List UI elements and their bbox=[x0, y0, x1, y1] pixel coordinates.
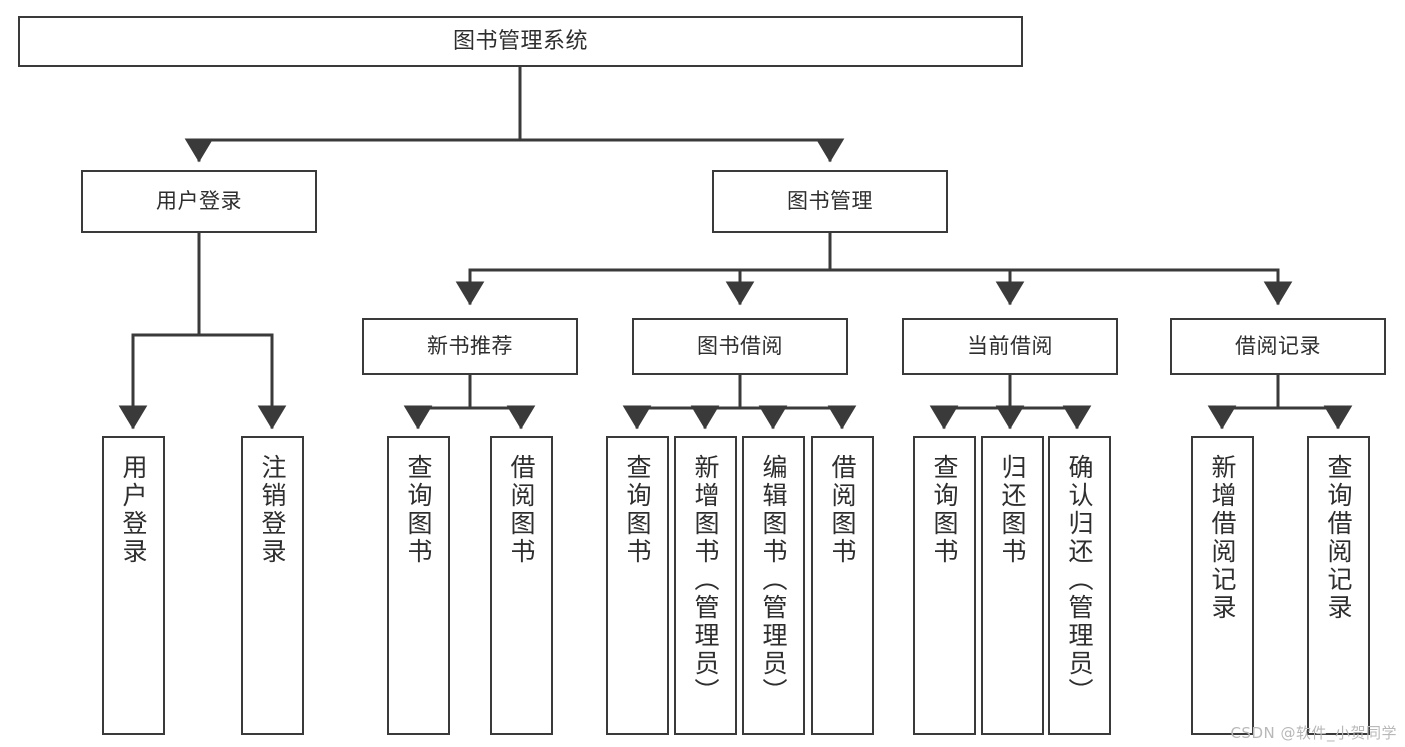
node-leaf-query-book-3[interactable]: 查询图书 bbox=[913, 436, 976, 735]
node-label: 用户登录 bbox=[156, 189, 242, 214]
node-label: 注销登录 bbox=[258, 454, 287, 566]
node-label: 当前借阅 bbox=[967, 334, 1053, 359]
node-leaf-borrow-book-1[interactable]: 借阅图书 bbox=[490, 436, 553, 735]
node-leaf-return-book[interactable]: 归还图书 bbox=[981, 436, 1044, 735]
node-user-login[interactable]: 用户登录 bbox=[81, 170, 317, 233]
node-label: 归还图书 bbox=[998, 454, 1027, 566]
node-book-manage[interactable]: 图书管理 bbox=[712, 170, 948, 233]
node-leaf-query-book-2[interactable]: 查询图书 bbox=[606, 436, 669, 735]
watermark-text: CSDN @软件_小贺同学 bbox=[1230, 724, 1397, 742]
node-root-system[interactable]: 图书管理系统 bbox=[18, 16, 1023, 67]
node-label: 查询图书 bbox=[404, 454, 433, 566]
node-leaf-query-book-1[interactable]: 查询图书 bbox=[387, 436, 450, 735]
node-label: 图书管理 bbox=[787, 189, 873, 214]
node-label: 借阅记录 bbox=[1235, 334, 1321, 359]
node-leaf-user-logout[interactable]: 注销登录 bbox=[241, 436, 304, 735]
node-label: 查询借阅记录 bbox=[1324, 454, 1353, 622]
node-borrow-record[interactable]: 借阅记录 bbox=[1170, 318, 1386, 375]
node-label: 查询图书 bbox=[623, 454, 652, 566]
node-label: 图书借阅 bbox=[697, 334, 783, 359]
node-label: 图书管理系统 bbox=[452, 28, 588, 54]
node-leaf-query-record[interactable]: 查询借阅记录 bbox=[1307, 436, 1370, 735]
node-leaf-edit-book[interactable]: 编辑图书（管理员） bbox=[742, 436, 805, 735]
node-label: 用户登录 bbox=[119, 454, 148, 566]
node-new-book-recommend[interactable]: 新书推荐 bbox=[362, 318, 578, 375]
node-label: 确认归还（管理员） bbox=[1065, 454, 1094, 706]
node-leaf-confirm-return[interactable]: 确认归还（管理员） bbox=[1048, 436, 1111, 735]
node-label: 编辑图书（管理员） bbox=[759, 454, 788, 706]
node-label: 新增图书（管理员） bbox=[691, 454, 720, 706]
node-leaf-add-record[interactable]: 新增借阅记录 bbox=[1191, 436, 1254, 735]
node-label: 借阅图书 bbox=[828, 454, 857, 566]
node-label: 查询图书 bbox=[930, 454, 959, 566]
node-leaf-add-book[interactable]: 新增图书（管理员） bbox=[674, 436, 737, 735]
node-label: 借阅图书 bbox=[507, 454, 536, 566]
node-label: 新书推荐 bbox=[427, 334, 513, 359]
node-book-borrow[interactable]: 图书借阅 bbox=[632, 318, 848, 375]
node-current-borrow[interactable]: 当前借阅 bbox=[902, 318, 1118, 375]
node-label: 新增借阅记录 bbox=[1208, 454, 1237, 622]
node-leaf-user-login[interactable]: 用户登录 bbox=[102, 436, 165, 735]
node-leaf-borrow-book-2[interactable]: 借阅图书 bbox=[811, 436, 874, 735]
